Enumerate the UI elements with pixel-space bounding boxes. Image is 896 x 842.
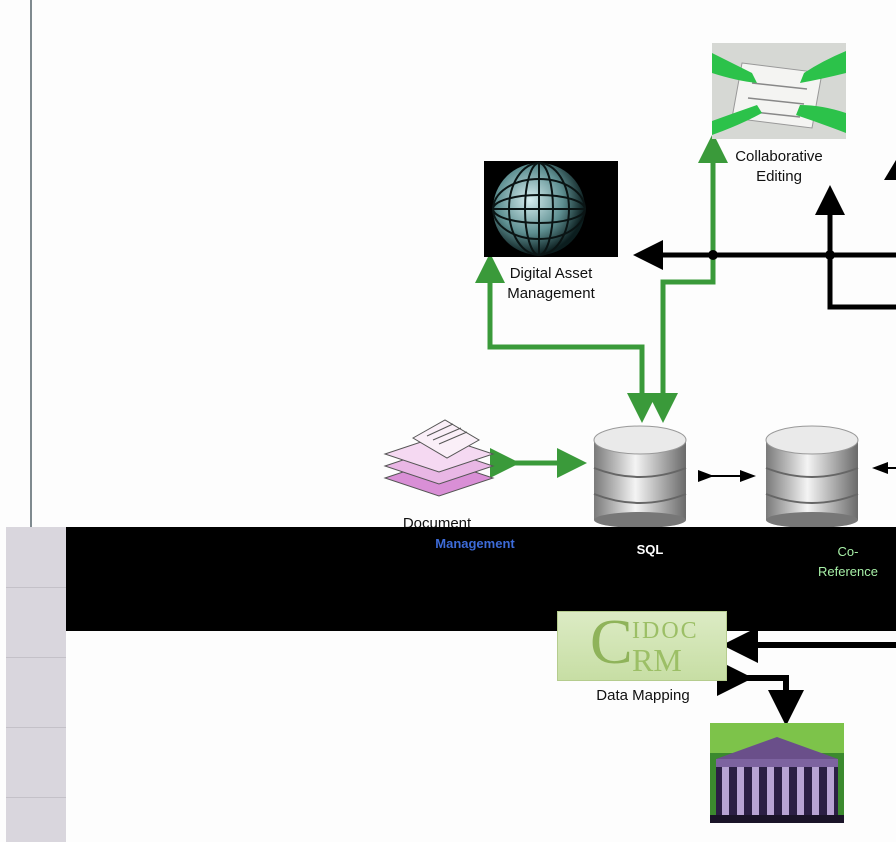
sql-label: SQL xyxy=(636,542,664,557)
document-stack-icon xyxy=(383,418,495,510)
collaborative-editing-label: Collaborative Editing xyxy=(735,148,823,185)
arrow-cidoc-museum xyxy=(717,660,804,726)
arrow-sql-to-collab xyxy=(660,133,728,410)
museum-building-image xyxy=(710,723,844,823)
cidoc-crm-logo: C IDOC RM xyxy=(557,606,727,681)
cidoc-big-c: C xyxy=(590,606,633,677)
black-occlusion-band xyxy=(66,527,896,631)
collaborative-editing-image xyxy=(712,43,846,139)
sql-database-icon xyxy=(590,424,690,528)
data-mapping-label: Data Mapping xyxy=(596,687,690,704)
left-margin-rule xyxy=(30,0,32,527)
document-management-band-label: Management xyxy=(435,536,515,551)
digital-asset-management-label: Digital Asset Management xyxy=(507,265,595,302)
left-gray-strip xyxy=(6,527,66,842)
cidoc-bottom-text: RM xyxy=(632,642,682,678)
coreference-database-icon xyxy=(762,424,862,528)
arrow-black-to-collab xyxy=(815,185,896,310)
digital-asset-globe-image xyxy=(484,161,618,257)
coreference-label: Co- Reference xyxy=(818,544,878,579)
cidoc-top-text: IDOC xyxy=(632,618,699,644)
